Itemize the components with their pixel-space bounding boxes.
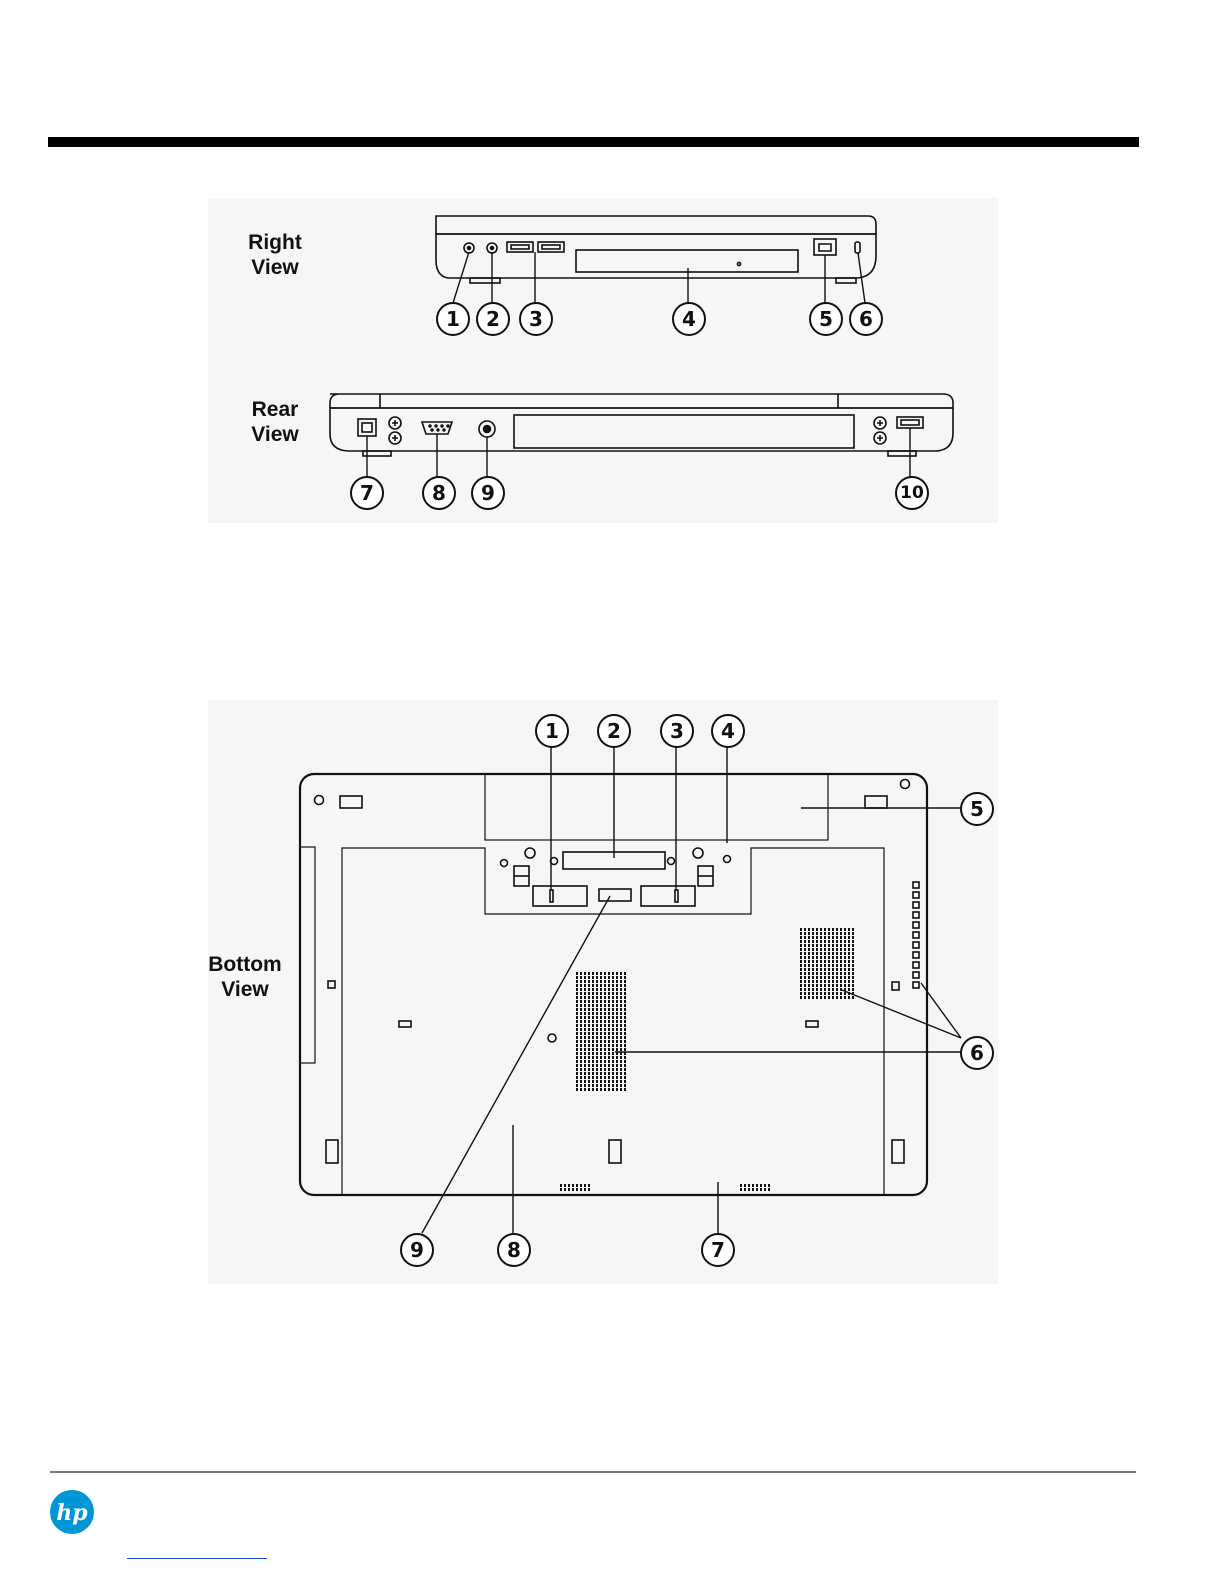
rear-view-callout-8: 8 <box>422 476 456 510</box>
hp-logo: hp <box>50 1490 94 1534</box>
rear-view-callout-10: 10 <box>895 476 929 510</box>
bottom-view-callout-8: 8 <box>497 1233 531 1267</box>
rear-view-callout-9: 9 <box>471 476 505 510</box>
right-view-callout-2: 2 <box>476 302 510 336</box>
rear-view-leaders <box>367 428 910 477</box>
bottom-view-label-line2: View <box>190 977 300 1002</box>
right-view-callout-6: 6 <box>849 302 883 336</box>
bottom-view-callout-5: 5 <box>960 792 994 826</box>
bottom-view-label-line1: Bottom <box>190 952 300 977</box>
header-rule <box>48 137 1139 147</box>
right-side-chassis <box>436 216 876 283</box>
bottom-view-callout-1: 1 <box>535 714 569 748</box>
right-view-label-line1: Right <box>220 230 330 255</box>
bottom-view-callout-9: 9 <box>400 1233 434 1267</box>
bottom-view-label: Bottom View <box>190 952 300 1002</box>
right-view-callout-5: 5 <box>809 302 843 336</box>
footer-link-underline[interactable] <box>127 1558 267 1559</box>
hp-logo-text: hp <box>56 1500 88 1526</box>
bottom-view-callout-2: 2 <box>597 714 631 748</box>
right-view-label-line2: View <box>220 255 330 280</box>
bottom-view-callout-4: 4 <box>711 714 745 748</box>
rear-view-label-line1: Rear <box>220 397 330 422</box>
bottom-view-callout-3: 3 <box>660 714 694 748</box>
right-rear-view-panel: Right View Rear View 1 2 3 4 5 6 7 8 9 1… <box>208 198 998 523</box>
footer-rule <box>50 1471 1136 1473</box>
rear-view-callout-7: 7 <box>350 476 384 510</box>
rear-view-label-line2: View <box>220 422 330 447</box>
bottom-view-leaders <box>422 746 961 1233</box>
right-view-callout-4: 4 <box>672 302 706 336</box>
rear-view-label: Rear View <box>220 397 330 447</box>
right-view-callout-1: 1 <box>436 302 470 336</box>
bottom-view-drawing <box>208 700 998 1284</box>
right-view-callout-3: 3 <box>519 302 553 336</box>
rear-chassis <box>330 394 953 456</box>
bottom-view-callout-7: 7 <box>701 1233 735 1267</box>
bottom-view-callout-6: 6 <box>960 1036 994 1070</box>
right-view-label: Right View <box>220 230 330 280</box>
bottom-view-panel: Bottom View 1 2 3 4 5 6 7 8 9 <box>208 700 998 1284</box>
